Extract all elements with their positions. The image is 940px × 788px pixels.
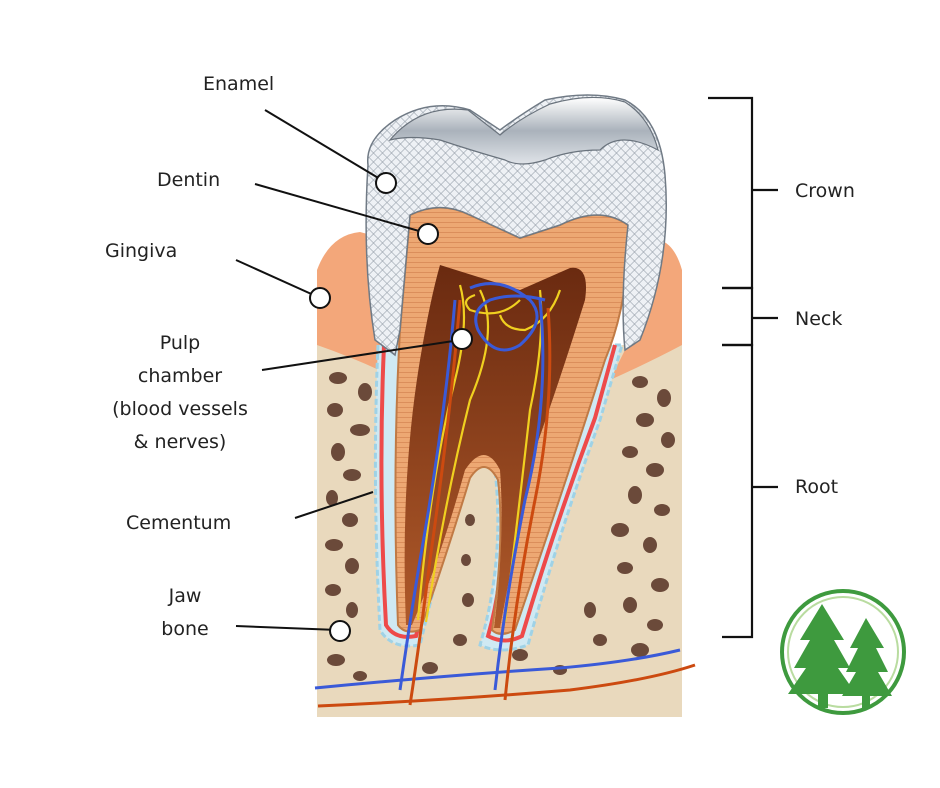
enamel xyxy=(365,94,667,357)
label-enamel: Enamel xyxy=(203,73,275,95)
label-jaw-line-2: bone xyxy=(161,618,209,640)
pine-trees-icon xyxy=(780,589,906,715)
enamel-top-cap xyxy=(388,96,659,165)
veins xyxy=(314,282,681,691)
label-jaw-line-1: Jaw xyxy=(168,585,202,607)
label-markers xyxy=(309,172,473,642)
label-gingiva: Gingiva xyxy=(105,240,178,262)
label-pulp-line-2: chamber xyxy=(137,365,223,387)
region-crown: Crown xyxy=(795,180,855,202)
label-pulp-line-3: (blood vessels xyxy=(112,398,248,420)
arteries xyxy=(317,299,696,708)
label-dentin: Dentin xyxy=(157,169,221,191)
region-brackets xyxy=(708,96,778,639)
region-neck: Neck xyxy=(795,308,843,330)
region-root: Root xyxy=(795,476,839,498)
label-cementum: Cementum xyxy=(126,512,232,534)
bone-trabeculae xyxy=(325,372,675,681)
label-pulp-line-4: & nerves) xyxy=(133,431,227,453)
leader-lines xyxy=(235,109,461,631)
label-pulp-line-1: Pulp xyxy=(159,332,201,354)
